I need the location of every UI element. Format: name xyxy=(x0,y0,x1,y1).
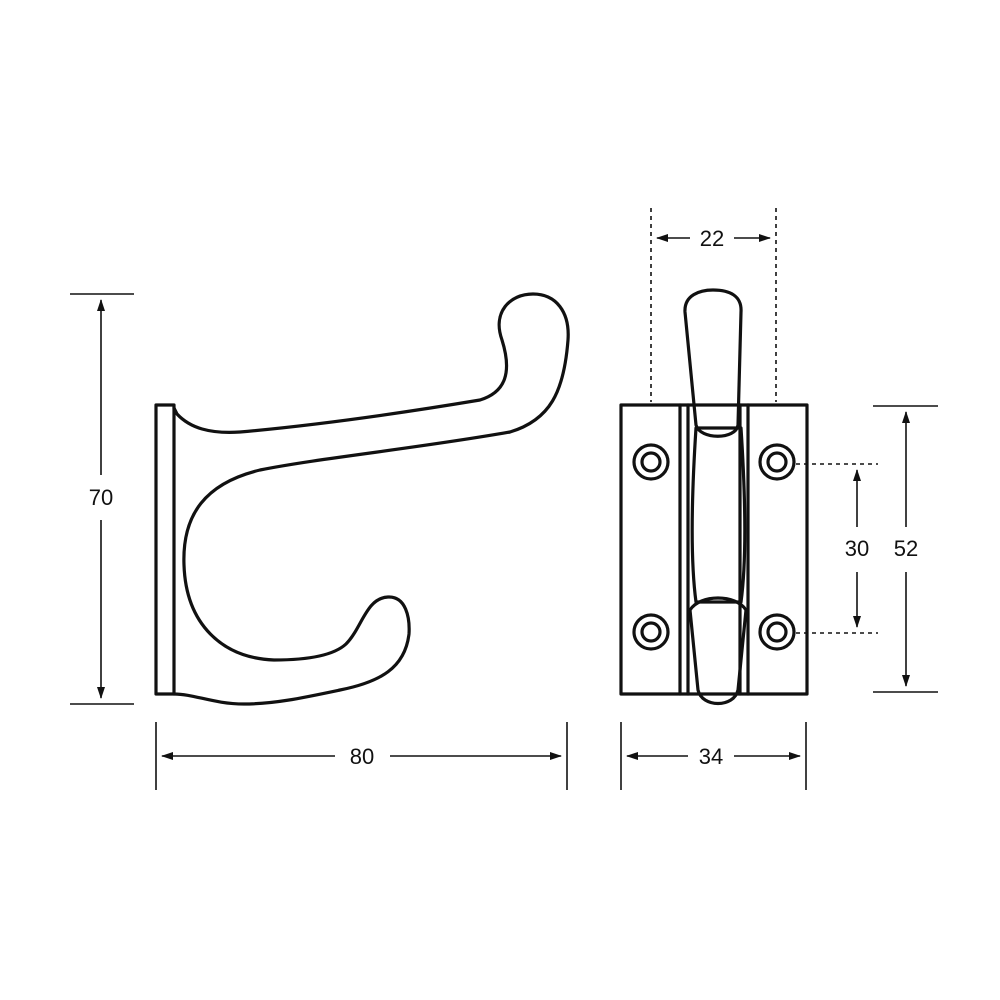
dimension-width-side: 80 xyxy=(155,722,568,790)
front-backplate xyxy=(619,403,809,696)
dimension-label-30: 30 xyxy=(845,536,869,561)
dimension-label-22: 22 xyxy=(700,226,724,251)
dimension-plate-height: 52 xyxy=(873,405,938,693)
dimension-hole-spacing: 30 xyxy=(796,463,878,634)
dimension-label-70: 70 xyxy=(89,485,113,510)
front-hook-arm xyxy=(690,426,747,604)
front-view xyxy=(619,288,809,705)
side-backplate xyxy=(154,403,176,696)
side-hook-profile xyxy=(172,292,570,706)
screw-hole-top-left xyxy=(632,443,670,481)
dimension-hook-width: 22 xyxy=(650,208,777,402)
screw-hole-bottom-right xyxy=(758,613,796,651)
dimension-label-52: 52 xyxy=(894,536,918,561)
dimension-plate-width: 34 xyxy=(620,722,807,790)
front-hook-top-tip xyxy=(683,288,743,438)
screw-hole-top-right xyxy=(758,443,796,481)
dimension-label-80: 80 xyxy=(350,744,374,769)
front-hook-bottom-tip xyxy=(688,596,748,705)
dimension-height-side: 70 xyxy=(70,293,134,705)
side-view xyxy=(154,292,570,706)
dimension-label-34: 34 xyxy=(699,744,723,769)
screw-hole-bottom-left xyxy=(632,613,670,651)
